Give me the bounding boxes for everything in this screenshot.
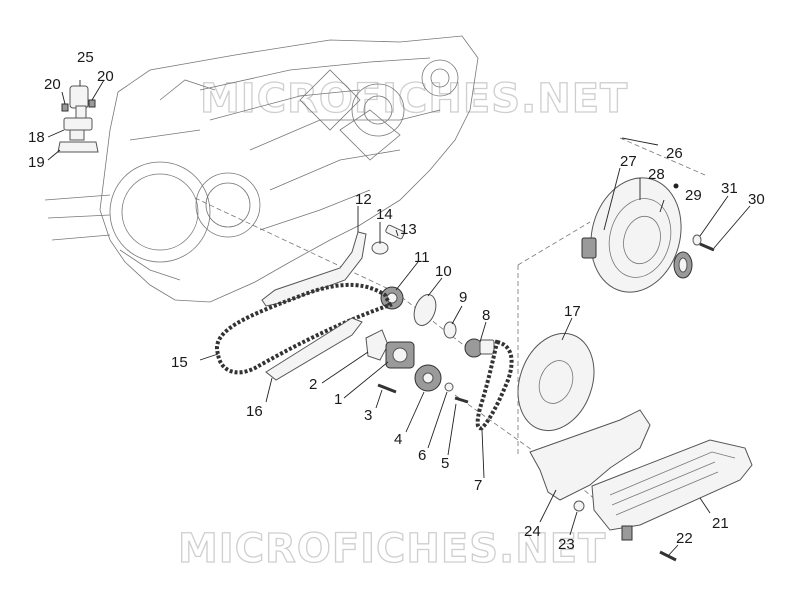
bolt-30 bbox=[699, 242, 715, 252]
callout-6: 6 bbox=[418, 447, 426, 464]
watermark-top: MICROFICHES.NET bbox=[200, 76, 628, 122]
plug-23 bbox=[573, 500, 585, 512]
housing-assembly-26 bbox=[581, 177, 693, 293]
callout-26: 26 bbox=[666, 145, 683, 162]
callout-9: 9 bbox=[459, 289, 467, 306]
timing-chain-15 bbox=[215, 282, 393, 375]
callout-2: 2 bbox=[309, 376, 317, 393]
callout-30: 30 bbox=[748, 191, 765, 208]
callout-4: 4 bbox=[394, 431, 402, 448]
bolt-5 bbox=[454, 396, 469, 404]
chain-guide-lower bbox=[265, 317, 363, 381]
callout-15: 15 bbox=[171, 354, 188, 371]
sprocket-8 bbox=[464, 338, 495, 358]
oil-pump-cover-2 bbox=[365, 329, 389, 361]
washer-31 bbox=[692, 234, 702, 246]
ring-9 bbox=[443, 321, 457, 339]
cover-plate-17 bbox=[517, 332, 595, 432]
gear-4 bbox=[414, 364, 442, 392]
callout-29: 29 bbox=[685, 187, 702, 204]
callout-21: 21 bbox=[712, 515, 729, 532]
callout-numbers: 25 20 20 18 19 12 14 13 11 10 9 8 15 2 1… bbox=[28, 49, 765, 553]
callout-11: 11 bbox=[414, 249, 430, 266]
gasket-24 bbox=[529, 409, 651, 501]
callout-16: 16 bbox=[246, 403, 263, 420]
callout-8: 8 bbox=[482, 307, 490, 324]
crankcase-outline bbox=[44, 35, 479, 303]
callout-19: 19 bbox=[28, 154, 45, 171]
callout-1: 1 bbox=[334, 391, 342, 408]
callout-22: 22 bbox=[676, 530, 693, 547]
reference-dot bbox=[673, 183, 679, 189]
callout-28: 28 bbox=[648, 166, 665, 183]
callout-13: 13 bbox=[400, 221, 417, 238]
callout-17: 17 bbox=[564, 303, 581, 320]
callout-20-right: 20 bbox=[97, 68, 114, 85]
tensioner-assembly bbox=[57, 85, 99, 153]
washer-10 bbox=[413, 294, 437, 326]
oil-pump-1 bbox=[385, 341, 415, 369]
spacer-and-bolt bbox=[371, 224, 405, 255]
callout-14: 14 bbox=[376, 206, 393, 223]
callout-20-left: 20 bbox=[44, 76, 61, 93]
callout-12: 12 bbox=[355, 191, 372, 208]
callout-18: 18 bbox=[28, 129, 45, 146]
callout-3: 3 bbox=[364, 407, 372, 424]
washer-6 bbox=[444, 382, 454, 392]
callout-31: 31 bbox=[721, 180, 738, 197]
callout-7: 7 bbox=[474, 477, 482, 494]
sprocket-11 bbox=[380, 286, 404, 310]
bolt-3 bbox=[377, 383, 397, 394]
watermark-bottom: MICROFICHES.NET bbox=[178, 526, 606, 572]
filter-cover-21 bbox=[591, 439, 753, 541]
chain-7 bbox=[475, 339, 514, 431]
callout-5: 5 bbox=[441, 455, 449, 472]
callout-24: 24 bbox=[524, 523, 541, 540]
callout-leaders bbox=[47, 79, 751, 557]
callout-10: 10 bbox=[435, 263, 452, 280]
callout-23: 23 bbox=[558, 536, 575, 553]
callout-27: 27 bbox=[620, 153, 637, 170]
callout-25: 25 bbox=[77, 49, 94, 66]
